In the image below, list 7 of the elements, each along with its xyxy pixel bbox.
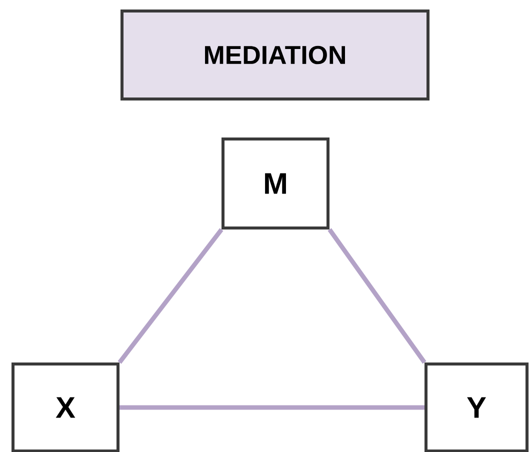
connector-line	[120, 405, 424, 410]
title-box: MEDIATION	[120, 10, 430, 100]
variable-box: M	[222, 138, 330, 230]
connector-line	[118, 228, 224, 364]
variable-box: Y	[424, 362, 528, 452]
variable-box: X	[12, 362, 120, 452]
connector-line	[328, 228, 426, 364]
